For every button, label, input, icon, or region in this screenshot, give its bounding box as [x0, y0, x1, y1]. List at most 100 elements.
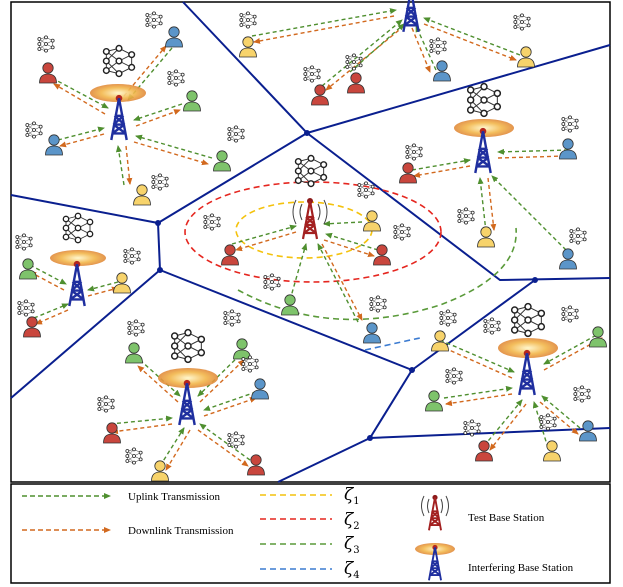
user-icon	[559, 138, 577, 160]
neural-network-icon	[223, 309, 241, 327]
neural-network-icon	[539, 413, 557, 431]
neural-network-icon	[123, 247, 141, 265]
neural-network-icon	[369, 295, 387, 313]
legend-frame	[10, 483, 611, 584]
interfering-base-station-icon	[50, 212, 106, 308]
neural-network-icon	[37, 35, 55, 53]
neural-network-icon	[569, 227, 587, 245]
user-icon	[221, 244, 239, 266]
neural-network-icon	[445, 367, 463, 385]
neural-network-icon	[203, 213, 221, 231]
neural-network-icon	[241, 355, 259, 373]
interfering-base-station-icon	[498, 302, 558, 397]
user-icon	[475, 440, 493, 462]
neural-network-icon	[227, 125, 245, 143]
user-icon	[589, 326, 607, 348]
neural-network-icon	[393, 223, 411, 241]
user-icon	[103, 422, 121, 444]
user-icon	[233, 338, 251, 360]
user-icon	[477, 226, 495, 248]
user-icon	[19, 258, 37, 280]
user-icon	[543, 440, 561, 462]
user-icon	[183, 90, 201, 112]
user-icon	[165, 26, 183, 48]
legend-test-base-station-icon	[421, 494, 449, 532]
user-icon	[151, 460, 169, 482]
user-icon	[45, 134, 63, 156]
zeta-2-sub: 2	[353, 521, 359, 532]
user-icon	[281, 294, 299, 316]
neural-network-icon	[561, 115, 579, 133]
neural-network-icon	[151, 173, 169, 191]
user-icon	[431, 330, 449, 352]
user-icon	[213, 150, 231, 172]
user-icon	[39, 62, 57, 84]
zeta-3-region	[237, 227, 517, 321]
zeta-1-symbol: ζ	[344, 485, 355, 505]
interfering-base-station-icon	[402, 0, 420, 34]
user-icon	[133, 184, 151, 206]
users	[15, 11, 607, 482]
neural-network-icon	[17, 299, 35, 317]
user-icon	[363, 322, 381, 344]
neural-network-icon	[15, 233, 33, 251]
neural-network-icon	[429, 37, 447, 55]
legend: Uplink Transmission Downlink Transmissio…	[22, 485, 574, 582]
transmission-links	[29, 8, 603, 471]
neural-network-icon	[167, 69, 185, 87]
interfering-base-station-icon	[90, 44, 146, 142]
legend-interfering-bs-label: Interfering Base Station	[468, 562, 574, 574]
user-icon	[399, 162, 417, 184]
legend-test-bs-label: Test Base Station	[468, 512, 545, 524]
base-stations	[50, 0, 558, 427]
zeta-4-sub: 4	[353, 570, 359, 581]
neural-network-icon	[303, 65, 321, 83]
zeta-1-sub: 1	[353, 496, 359, 507]
cell-boundaries	[10, 1, 611, 483]
boundary-vertices	[155, 130, 538, 441]
neural-network-icon	[561, 305, 579, 323]
neural-network-icon	[483, 317, 501, 335]
user-icon	[347, 72, 365, 94]
neural-network-icon	[145, 11, 163, 29]
user-icon	[247, 454, 265, 476]
neural-network-icon	[573, 385, 591, 403]
neural-network-icon	[405, 143, 423, 161]
zeta-4-symbol: ζ	[344, 559, 355, 579]
zeta-2-symbol: ζ	[344, 510, 355, 530]
user-icon	[373, 244, 391, 266]
zeta-4-region	[364, 337, 421, 351]
user-icon	[579, 420, 597, 442]
neural-network-icon	[457, 207, 475, 225]
interfering-base-station-icon	[454, 82, 514, 175]
legend-interfering-base-station-icon	[415, 543, 455, 582]
svg-text:ζ3: ζ3	[344, 534, 360, 556]
zeta-2-region	[184, 181, 442, 283]
neural-network-icon	[263, 273, 281, 291]
svg-text:ζ1: ζ1	[344, 485, 360, 507]
zeta-3-sub: 3	[353, 545, 359, 556]
neural-network-icon	[127, 319, 145, 337]
user-icon	[251, 378, 269, 400]
svg-text:ζ4: ζ4	[344, 559, 360, 581]
user-icon	[239, 36, 257, 58]
zeta-regions	[184, 181, 517, 351]
user-icon	[425, 390, 443, 412]
neural-network-icon	[125, 447, 143, 465]
neural-network-icon	[227, 431, 245, 449]
neural-network-icon	[357, 181, 375, 199]
interfering-base-station-icon	[158, 328, 218, 427]
test-base-station-icon	[292, 154, 328, 241]
user-icon	[125, 342, 143, 364]
user-icon	[517, 46, 535, 68]
neural-network-icon	[513, 13, 531, 31]
user-icon	[559, 248, 577, 270]
legend-uplink-label: Uplink Transmission	[128, 491, 220, 503]
neural-network-icon	[97, 395, 115, 413]
user-icon	[363, 210, 381, 232]
user-icon	[433, 60, 451, 82]
neural-network-icon	[439, 309, 457, 327]
svg-text:ζ2: ζ2	[344, 510, 360, 532]
user-icon	[23, 316, 41, 338]
